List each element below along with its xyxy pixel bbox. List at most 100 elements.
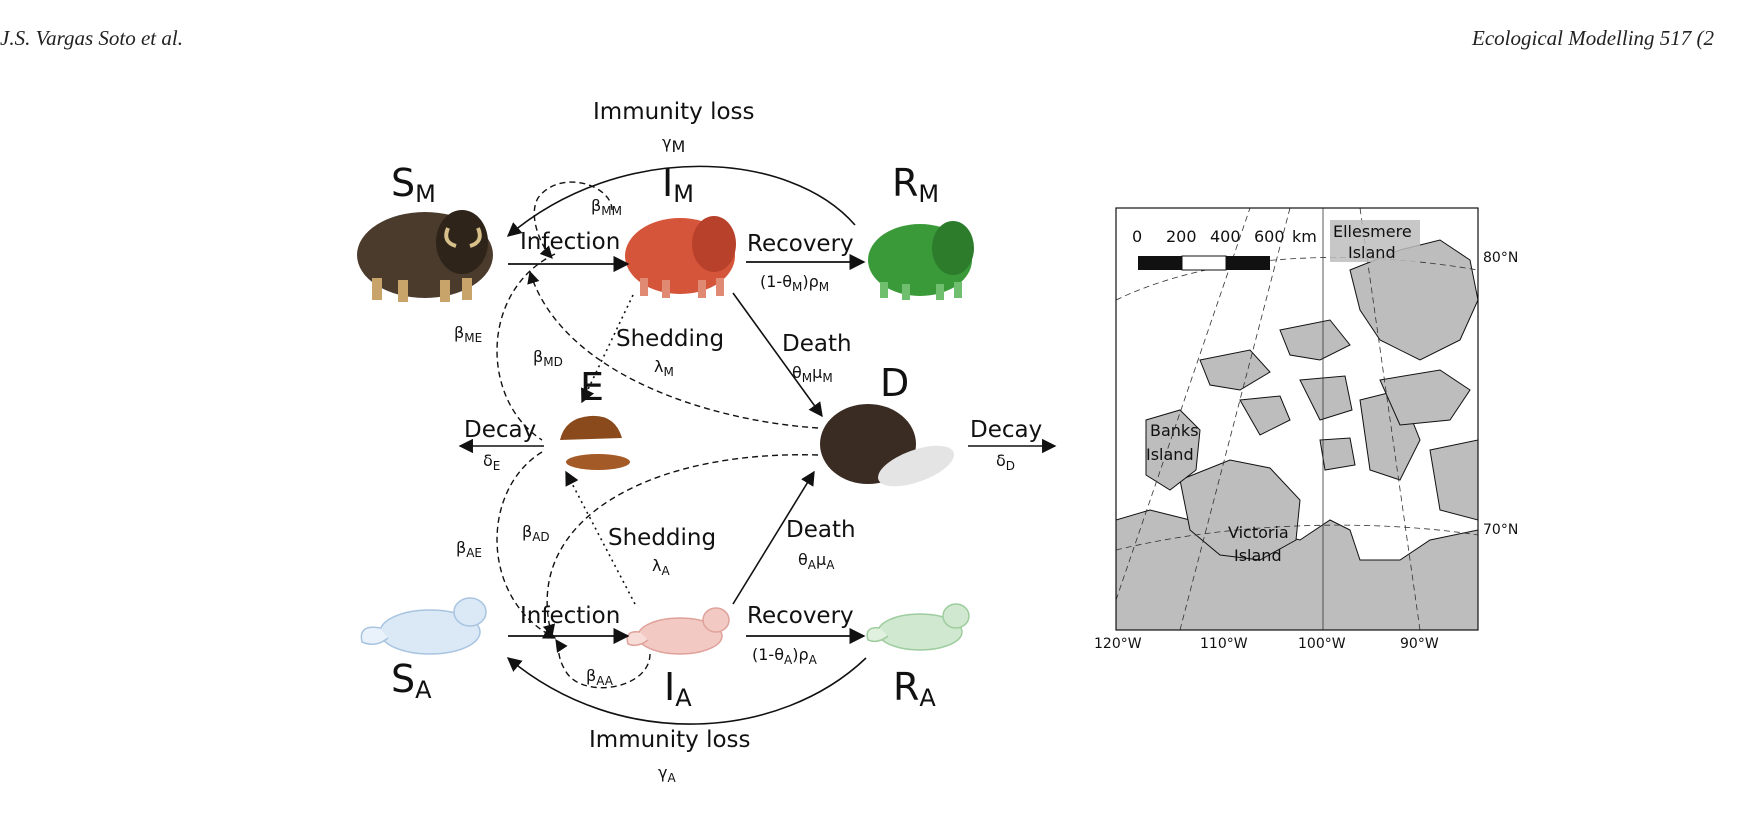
decay-right-label: Decay: [970, 417, 1042, 443]
i-a-sub: A: [675, 684, 692, 712]
r-a-label: R: [893, 665, 919, 709]
svg-text:γM: γM: [662, 133, 685, 156]
i-a-label: I: [664, 665, 675, 709]
lambda-m-symbol: λ: [654, 357, 663, 376]
study-area-map: 0 200 400 600 km Ellesmere Island Banks …: [1094, 207, 1518, 652]
death-m-arrow: [732, 292, 823, 418]
gamma-a-sub: A: [667, 771, 676, 785]
beta-aa-symbol: β: [586, 666, 596, 685]
beta-me-symbol: β: [454, 323, 464, 342]
beta-mm-symbol: β: [591, 196, 601, 215]
rho-m-b: M: [792, 280, 802, 294]
s-m-sub: M: [415, 180, 436, 208]
death-a-b: A: [808, 558, 817, 572]
svg-text:SM: SM: [391, 161, 436, 208]
scale-label-400: 400: [1210, 227, 1241, 246]
beta-ae-path: [496, 451, 557, 639]
beta-mm-sub: MM: [601, 204, 622, 218]
r-m-label: R: [892, 161, 918, 205]
svg-text:δD: δD: [996, 451, 1015, 473]
shedding-bottom-label: Shedding: [608, 525, 716, 551]
delta-e-sub: E: [493, 459, 501, 473]
rho-m-c: )ρ: [802, 272, 818, 291]
immunity-loss-bottom-label: Immunity loss: [589, 727, 751, 753]
lambda-a-symbol: λ: [652, 556, 661, 575]
gamma-m-symbol: γ: [662, 133, 671, 152]
svg-text:βAD: βAD: [522, 522, 550, 544]
beta-md-symbol: β: [533, 347, 543, 366]
beta-ad-path: [542, 454, 819, 638]
banks-label-line1: Banks: [1150, 421, 1199, 440]
scale-label-0: 0: [1132, 227, 1142, 246]
lon-120-label: 120°W: [1094, 636, 1142, 652]
victoria-label-line2: Island: [1234, 546, 1282, 565]
dead-animals-icon: [820, 404, 954, 487]
fox-recovered-icon: [866, 603, 970, 651]
svg-text:βME: βME: [454, 323, 482, 345]
svg-text:(1-θA)ρA: (1-θA)ρA: [752, 645, 818, 667]
map-land: [1116, 208, 1478, 630]
svg-text:IA: IA: [664, 665, 692, 712]
muskox-susceptible-icon: [357, 210, 493, 302]
svg-text:δE: δE: [483, 451, 500, 473]
lon-100-label: 100°W: [1298, 636, 1346, 652]
death-top-label: Death: [782, 331, 852, 357]
gamma-a-symbol: γ: [658, 763, 667, 782]
beta-ad-symbol: β: [522, 522, 532, 541]
rho-m-a: (1-θ: [760, 272, 792, 291]
gamma-m-sub: M: [671, 137, 685, 156]
delta-d-symbol: δ: [996, 451, 1006, 470]
delta-e-symbol: δ: [483, 451, 493, 470]
rho-a-b: A: [784, 653, 793, 667]
shedding-m-arrow: [581, 294, 634, 404]
scale-label-200: 200: [1166, 227, 1197, 246]
banks-label-line2: Island: [1146, 445, 1194, 464]
shedding-a-arrow: [565, 470, 636, 605]
victoria-label-line1: Victoria: [1228, 523, 1289, 542]
death-m-a: θ: [792, 363, 802, 382]
rho-m-d: M: [819, 280, 829, 294]
running-header-journal: Ecological Modelling 517 (2: [1472, 26, 1715, 50]
s-m-label: S: [391, 161, 415, 205]
recovery-top-label: Recovery: [747, 231, 854, 257]
s-a-sub: A: [415, 676, 432, 704]
i-m-sub: M: [673, 180, 694, 208]
svg-text:IM: IM: [662, 161, 694, 208]
death-m-b: M: [802, 371, 812, 385]
muskox-infected-icon: [625, 216, 736, 298]
fox-infected-icon: [626, 607, 730, 655]
r-a-sub: A: [919, 684, 936, 712]
beta-aa-arrow: [555, 638, 651, 689]
svg-text:SA: SA: [391, 657, 432, 704]
svg-text:βMD: βMD: [533, 347, 563, 369]
delta-d-sub: D: [1006, 459, 1015, 473]
svg-text:βMM: βMM: [591, 196, 622, 218]
beta-md-sub: MD: [543, 355, 563, 369]
ellesmere-label-line1: Ellesmere: [1333, 222, 1412, 241]
svg-text:βAA: βAA: [586, 666, 614, 688]
death-a-arrow: [732, 470, 815, 605]
shedding-top-label: Shedding: [616, 326, 724, 352]
svg-text:(1-θM)ρM: (1-θM)ρM: [760, 272, 829, 294]
beta-md-path: [527, 270, 819, 429]
svg-text:γA: γA: [658, 763, 676, 785]
r-m-sub: M: [918, 180, 939, 208]
d-label: D: [880, 361, 909, 405]
beta-mm-arrow: [533, 181, 613, 259]
death-m-d: M: [822, 371, 832, 385]
svg-text:θAμA: θAμA: [798, 550, 835, 572]
svg-text:RA: RA: [893, 665, 936, 712]
lambda-a-sub: A: [661, 564, 670, 578]
death-m-c: μ: [812, 363, 822, 382]
scale-label-600: 600: [1254, 227, 1285, 246]
immunity-loss-top-arrow: [506, 165, 856, 237]
death-a-c: μ: [816, 550, 826, 569]
environment-icon: [560, 415, 630, 470]
beta-me-sub: ME: [464, 331, 482, 345]
rho-a-a: (1-θ: [752, 645, 784, 664]
svg-text:βAE: βAE: [456, 538, 482, 560]
s-a-label: S: [391, 657, 415, 701]
infection-top-label: Infection: [520, 229, 620, 255]
rho-a-d: A: [809, 653, 818, 667]
